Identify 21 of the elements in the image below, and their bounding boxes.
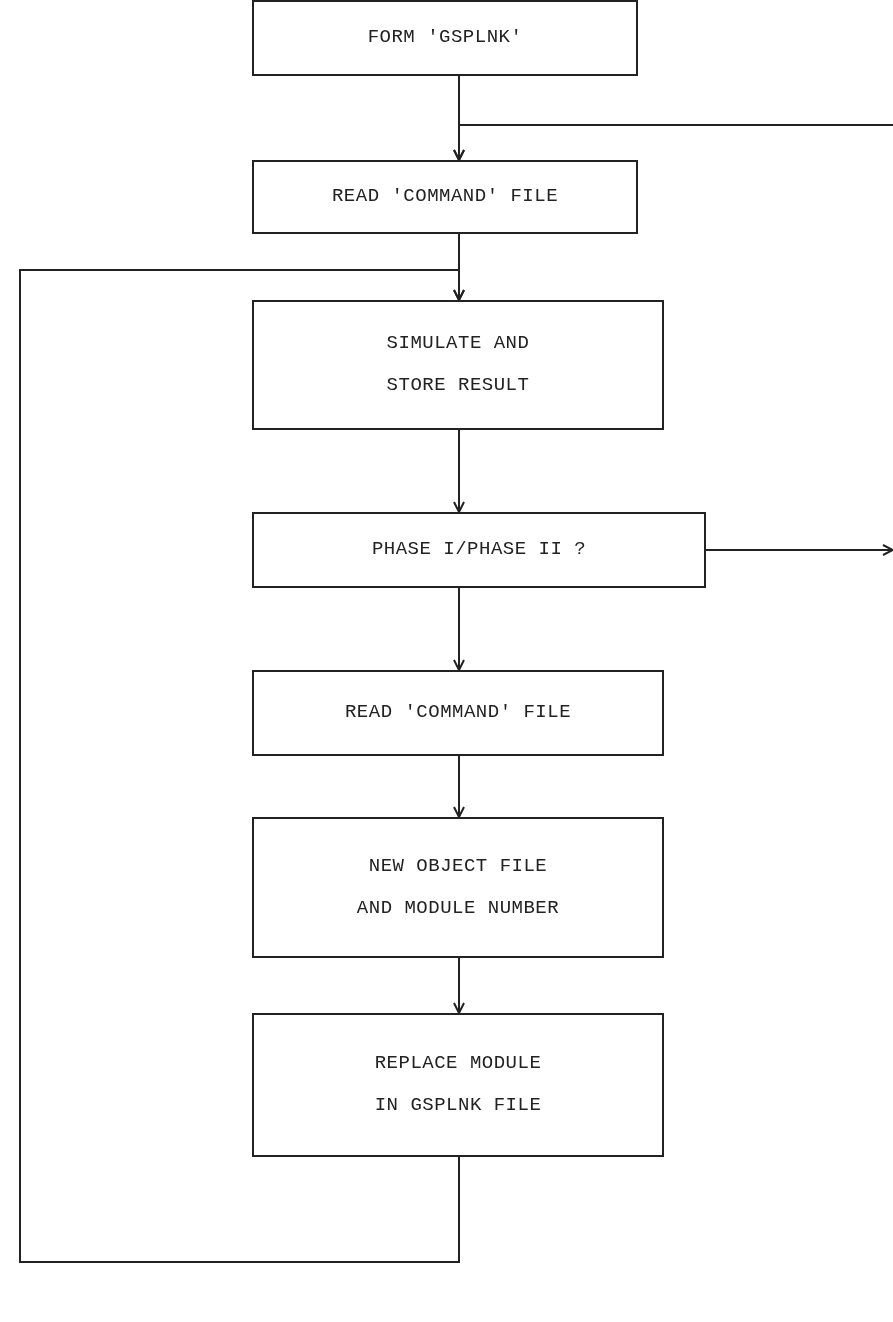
process-box (252, 670, 664, 756)
arrow (705, 544, 893, 556)
box-label: READ 'COMMAND' FILE (331, 184, 559, 210)
process-box (252, 817, 664, 958)
process-box (252, 512, 706, 588)
box-label: NEW OBJECT FILE AND MODULE NUMBER (355, 853, 561, 921)
arrow (453, 957, 465, 1014)
process-box (252, 1013, 664, 1157)
arrow (453, 124, 893, 161)
box-label: READ 'COMMAND' FILE (344, 700, 572, 726)
arrow (453, 587, 465, 671)
process-box (252, 0, 638, 76)
arrow (453, 755, 465, 818)
process-box (252, 300, 664, 430)
arrow (453, 429, 465, 513)
box-label: FORM 'GSPLNK' (367, 25, 523, 51)
process-box (252, 160, 638, 234)
box-label: PHASE I/PHASE II ? (371, 537, 587, 563)
box-label: SIMULATE AND STORE RESULT (385, 331, 531, 398)
box-label: REPLACE MODULE IN GSPLNK FILE (373, 1051, 543, 1118)
arrow (19, 269, 465, 1263)
